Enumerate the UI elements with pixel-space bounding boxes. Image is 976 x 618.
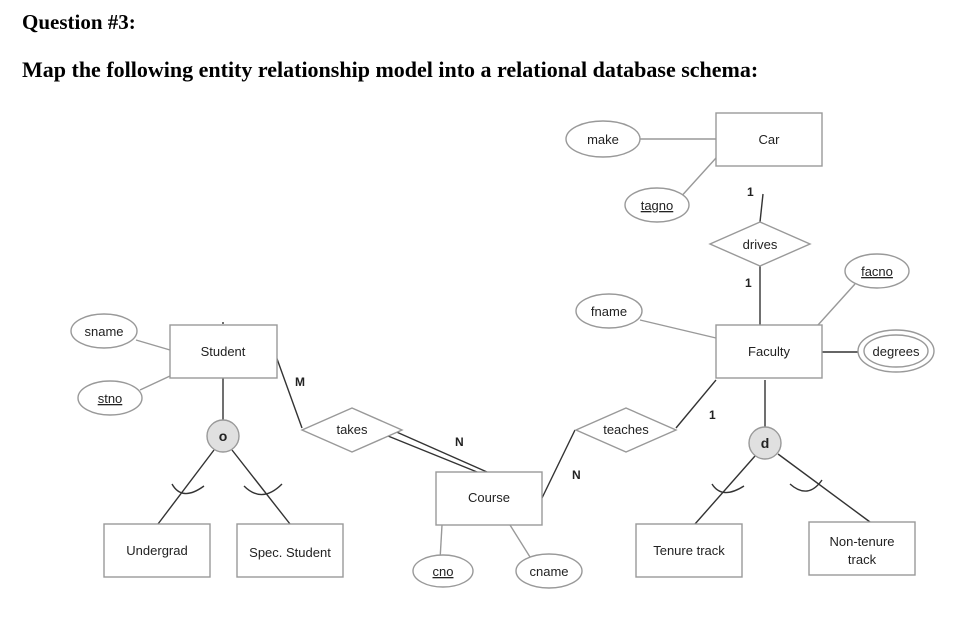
rel-drives: drives: [708, 221, 812, 267]
attr-facno-label: facno: [861, 264, 893, 279]
attr-cname: cname: [515, 553, 583, 589]
entity-student-label: Student: [201, 344, 246, 359]
entity-tenure-track: Tenure track: [635, 523, 743, 578]
entity-course: Course: [435, 471, 543, 526]
attr-facno: facno: [844, 253, 910, 289]
subset-arc-undergrad: [171, 483, 205, 495]
line-tagno-car: [677, 157, 717, 201]
line-course-teaches: [541, 429, 576, 499]
line-facno-faculty: [817, 283, 856, 326]
line-sname-student: [135, 339, 171, 351]
entity-non-tenure-track-label-1: Non-tenure: [829, 534, 894, 549]
line-fname-faculty: [639, 319, 717, 339]
attr-cno: cno: [412, 554, 474, 588]
line-course-cno: [439, 524, 443, 561]
attr-tagno-label: tagno: [641, 198, 674, 213]
attr-make: make: [565, 120, 641, 158]
card-drives-car: 1: [747, 185, 754, 199]
card-teaches-course: N: [572, 468, 581, 482]
attr-degrees: degrees: [857, 329, 935, 373]
attr-stno-label: stno: [98, 391, 123, 406]
attr-tagno: tagno: [624, 187, 690, 223]
entity-faculty: Faculty: [715, 324, 823, 379]
card-drives-faculty: 1: [745, 276, 752, 290]
attr-cname-label: cname: [529, 564, 568, 579]
attr-degrees-label: degrees: [873, 344, 920, 359]
rel-drives-label: drives: [743, 237, 778, 252]
rel-teaches-label: teaches: [603, 422, 649, 437]
card-teaches-faculty: 1: [709, 408, 716, 422]
line-spec-specstudent: [231, 449, 291, 525]
entity-car: Car: [715, 112, 823, 167]
line-takes-course-1: [391, 429, 488, 473]
entity-course-label: Course: [468, 490, 510, 505]
line-takes-course-2: [387, 435, 483, 475]
line-stno-student: [139, 375, 171, 391]
entity-student: Student: [169, 324, 278, 379]
line-spec-nontenure: [777, 453, 871, 523]
line-car-drives: [759, 193, 764, 223]
entity-non-tenure-track-label-2: track: [848, 552, 877, 567]
question-instruction: Map the following entity relationship mo…: [22, 57, 759, 82]
entity-spec-student: Spec. Student: [236, 523, 344, 578]
attr-fname-label: fname: [591, 304, 627, 319]
attr-cno-label: cno: [433, 564, 454, 579]
line-course-cname: [509, 524, 531, 558]
entity-non-tenure-track: Non-tenure track: [808, 521, 916, 576]
line-teaches-faculty: [675, 379, 717, 429]
card-takes-course: N: [455, 435, 464, 449]
line-spec-tenure: [694, 455, 756, 525]
line-student-takes: [275, 355, 303, 429]
entity-car-label: Car: [759, 132, 781, 147]
attr-make-label: make: [587, 132, 619, 147]
rel-takes-label: takes: [336, 422, 368, 437]
attr-sname: sname: [70, 313, 138, 349]
entity-undergrad-label: Undergrad: [126, 543, 187, 558]
entity-spec-student-label: Spec. Student: [249, 545, 331, 560]
attr-sname-label: sname: [84, 324, 123, 339]
rel-teaches: teaches: [574, 407, 678, 453]
line-spec-undergrad: [157, 449, 215, 525]
subset-arc-tenure: [711, 483, 745, 494]
spec-student-symbol: o: [219, 428, 228, 444]
connector-lines: [135, 138, 871, 561]
attr-stno: stno: [77, 380, 143, 416]
entity-tenure-track-label: Tenure track: [653, 543, 725, 558]
entity-undergrad: Undergrad: [103, 523, 211, 578]
entity-faculty-label: Faculty: [748, 344, 790, 359]
subset-arc-nontenure: [789, 479, 823, 492]
question-title: Question #3:: [22, 10, 136, 34]
card-takes-student: M: [295, 375, 305, 389]
spec-faculty-symbol: d: [761, 435, 770, 451]
spec-circle-student: o: [206, 419, 240, 453]
subset-arc-specstudent: [243, 483, 283, 496]
rel-takes: takes: [300, 407, 404, 453]
attr-fname: fname: [575, 293, 643, 329]
spec-circle-faculty: d: [748, 426, 782, 460]
